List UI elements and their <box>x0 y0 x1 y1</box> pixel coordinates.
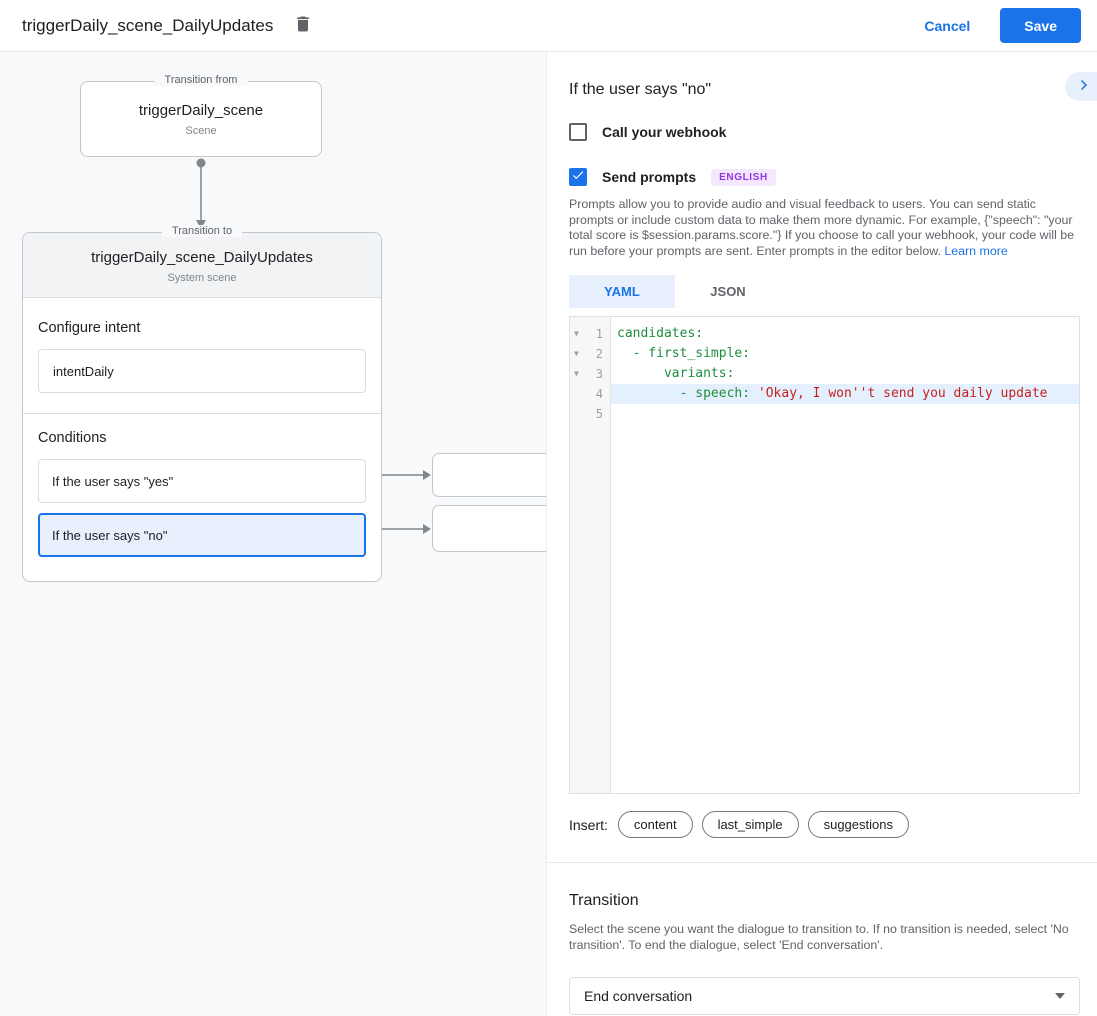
language-badge: ENGLISH <box>711 168 776 186</box>
from-scene-type: Scene <box>185 125 217 137</box>
condition-item-no[interactable]: If the user says "no" <box>38 513 366 557</box>
insert-chip-last-simple[interactable]: last_simple <box>701 811 799 839</box>
code-line[interactable]: candidates: <box>611 324 1079 344</box>
transition-from-node[interactable]: Transition from triggerDaily_scene Scene <box>80 74 322 157</box>
insert-chip-content[interactable]: content <box>617 811 693 839</box>
conditions-label: Conditions <box>38 430 107 446</box>
delete-button[interactable] <box>291 14 315 38</box>
send-prompts-checkbox[interactable] <box>569 168 587 186</box>
code-segment: 'Okay, I won''t send you daily update <box>757 386 1048 402</box>
gutter-line: ▼3 <box>570 364 610 384</box>
code-line[interactable] <box>611 404 1079 424</box>
to-scene-name: triggerDaily_scene_DailyUpdates <box>91 249 313 266</box>
transition-select-value: End conversation <box>584 987 693 1004</box>
divider <box>23 413 381 414</box>
code-segment: variants: <box>617 366 735 382</box>
top-bar: triggerDaily_scene_DailyUpdates Cancel S… <box>0 0 1097 52</box>
cancel-button[interactable]: Cancel <box>924 17 971 34</box>
page-title: triggerDaily_scene_DailyUpdates <box>22 15 274 35</box>
editor-code[interactable]: candidates: - first_simple: variants: - … <box>611 317 1079 793</box>
from-scene-name: triggerDaily_scene <box>138 102 264 119</box>
prompts-description: Prompts allow you to provide audio and v… <box>569 197 1080 259</box>
transition-to-label: Transition to <box>161 225 243 237</box>
code-segment: - speech: <box>617 386 758 402</box>
condition-detail-panel: If the user says "no" Call your webhook … <box>546 52 1097 1016</box>
call-webhook-label: Call your webhook <box>602 124 727 140</box>
code-segment: candidates: <box>617 326 704 342</box>
scene-flow-canvas: Transition from triggerDaily_scene Scene… <box>0 52 546 1016</box>
code-line[interactable]: - speech: 'Okay, I won''t send you daily… <box>611 384 1079 405</box>
line-number: 4 <box>595 387 603 402</box>
to-scene-header[interactable]: triggerDaily_scene_DailyUpdates System s… <box>23 233 381 298</box>
trash-icon <box>293 14 313 37</box>
gutter-line: 5 <box>570 404 610 424</box>
collapse-panel-button[interactable] <box>1065 72 1097 101</box>
caret-down-icon <box>1055 992 1065 999</box>
transition-description: Select the scene you want the dialogue t… <box>569 922 1069 952</box>
insert-row: Insert: content last_simple suggestions <box>569 811 1080 839</box>
condition-target-node-no[interactable] <box>432 505 546 552</box>
insert-chip-suggestions[interactable]: suggestions <box>807 811 909 839</box>
to-scene-type: System scene <box>167 272 237 284</box>
code-line[interactable]: variants: <box>611 364 1079 384</box>
learn-more-link[interactable]: Learn more <box>944 243 1008 258</box>
fold-toggle-icon[interactable]: ▼ <box>574 369 579 379</box>
line-number: 1 <box>595 327 603 342</box>
transition-from-label: Transition from <box>154 74 248 86</box>
fold-toggle-icon[interactable]: ▼ <box>574 349 579 359</box>
transition-section-title: Transition <box>569 892 639 910</box>
prompts-description-text: Prompts allow you to provide audio and v… <box>569 197 1075 258</box>
condition-target-node-yes[interactable] <box>432 453 546 497</box>
configure-intent-label: Configure intent <box>38 320 141 336</box>
checkmark-icon <box>571 168 585 187</box>
save-button[interactable]: Save <box>1000 8 1081 43</box>
gutter-line: 4 <box>570 384 610 404</box>
gutter-line: ▼1 <box>570 324 610 344</box>
panel-title: If the user says "no" <box>569 81 712 98</box>
divider <box>547 862 1097 864</box>
editor-format-tabs: YAML JSON <box>569 275 1080 309</box>
code-segment: - first_simple: <box>617 346 751 362</box>
line-number: 3 <box>595 367 603 382</box>
tab-json[interactable]: JSON <box>710 284 746 300</box>
intent-item[interactable]: intentDaily <box>38 349 366 393</box>
chevron-right-icon <box>1074 76 1092 97</box>
line-number: 2 <box>595 347 603 362</box>
tab-yaml[interactable]: YAML <box>569 275 675 309</box>
fold-toggle-icon[interactable]: ▼ <box>574 329 579 339</box>
transition-to-node: Transition to triggerDaily_scene_DailyUp… <box>22 225 382 582</box>
call-webhook-checkbox[interactable] <box>569 123 587 141</box>
code-line[interactable]: - first_simple: <box>611 344 1079 364</box>
transition-select[interactable]: End conversation <box>569 976 1080 1015</box>
gutter-line: ▼2 <box>570 344 610 364</box>
condition-item-yes[interactable]: If the user says "yes" <box>38 459 366 503</box>
insert-label: Insert: <box>569 816 608 833</box>
send-prompts-label: Send prompts <box>602 169 697 185</box>
line-number: 5 <box>595 407 603 422</box>
